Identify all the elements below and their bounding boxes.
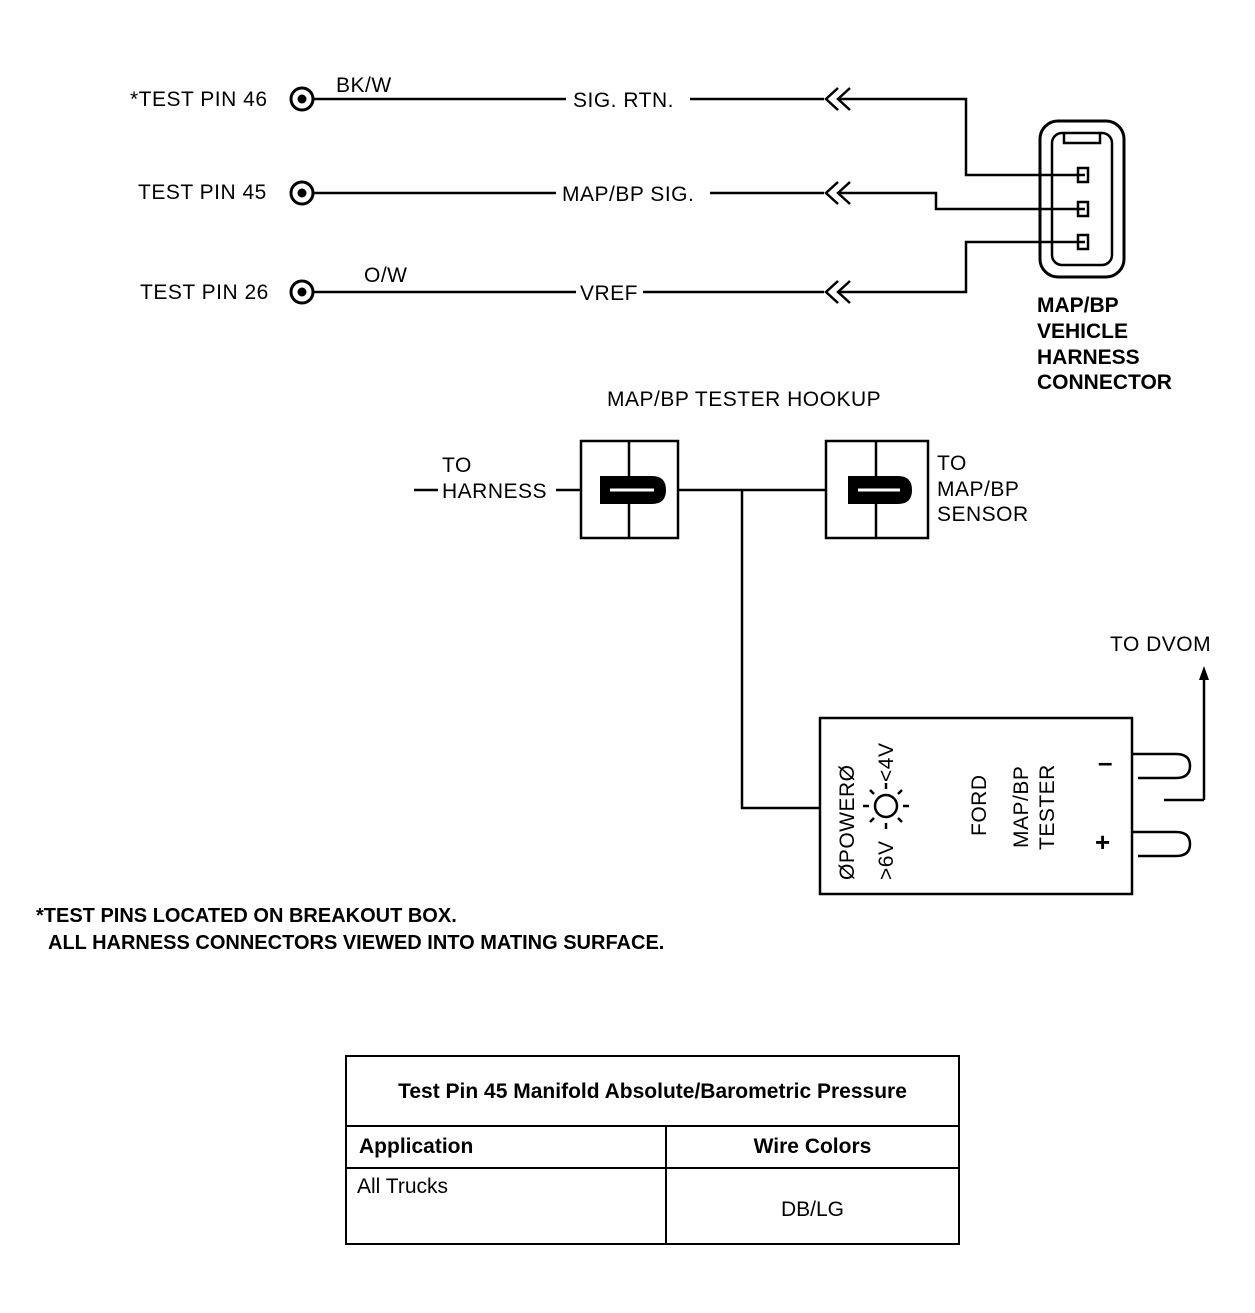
- tester-name-line: TESTER: [1036, 764, 1059, 850]
- wire: [838, 240, 1085, 294]
- table-cell-application: All Trucks: [345, 1167, 667, 1245]
- wire: [838, 191, 1085, 211]
- connector-label-line: CONNECTOR: [1037, 371, 1172, 394]
- tester-name-line: MAP/BP: [1010, 766, 1033, 848]
- wiring-diagram: *TEST PIN 46 BK/W SIG. RTN. TEST PIN 45 …: [36, 74, 1211, 954]
- vehicle-harness-connector: [1038, 119, 1126, 279]
- to-sensor-label: TO: [937, 452, 967, 475]
- test-pin-label: TEST PIN 45: [138, 181, 267, 204]
- footnote-line: ALL HARNESS CONNECTORS VIEWED INTO MATIN…: [48, 932, 664, 954]
- test-pin-terminal-dot: [297, 94, 307, 104]
- high-voltage-label: >6V: [875, 841, 898, 880]
- test-pin-terminal: [289, 86, 315, 112]
- wire: [740, 490, 820, 810]
- plus-terminal-label: +: [1095, 827, 1110, 857]
- to-harness-label: TO: [442, 454, 472, 477]
- footnote-line: *TEST PINS LOCATED ON BREAKOUT BOX.: [36, 905, 457, 927]
- connector-terminal: [1076, 166, 1090, 184]
- wire-color-label: O/W: [364, 264, 408, 287]
- arrow-up-icon: [1199, 666, 1209, 680]
- test-pin-table: Test Pin 45 Manifold Absolute/Barometric…: [345, 1055, 960, 1245]
- test-pin-row: TEST PIN 26 O/W VREF: [140, 240, 1085, 305]
- signal-label: VREF: [580, 282, 638, 305]
- tester-name-line: FORD: [968, 775, 991, 837]
- connector-terminal: [1076, 200, 1090, 218]
- to-harness-label: HARNESS: [442, 480, 547, 503]
- table-row: All Trucks DB/LG: [345, 1167, 960, 1245]
- column-header-application: Application: [345, 1125, 667, 1169]
- test-pin-terminal-dot: [297, 287, 307, 297]
- connector-break-symbol: [824, 181, 839, 205]
- table-cell-wire-colors: DB/LG: [665, 1167, 960, 1245]
- to-sensor-label: SENSOR: [937, 503, 1029, 526]
- connector-label-line: HARNESS: [1037, 346, 1140, 369]
- connector-label-line: VEHICLE: [1037, 320, 1128, 343]
- connector-break-symbol: [824, 280, 839, 304]
- column-header-wire-colors: Wire Colors: [665, 1125, 960, 1169]
- test-pin-label: *TEST PIN 46: [130, 88, 268, 111]
- test-pin-terminal: [289, 279, 315, 305]
- to-dvom-label: TO DVOM: [1110, 633, 1211, 656]
- low-voltage-label: <4V: [875, 743, 898, 782]
- test-pin-label: TEST PIN 26: [140, 281, 269, 304]
- test-pin-terminal: [289, 180, 315, 206]
- power-label: ØPOWERØ: [836, 764, 859, 880]
- hookup-title: MAP/BP TESTER HOOKUP: [607, 388, 881, 411]
- negative-test-lead: [1132, 752, 1192, 780]
- indicator-lamp-icon: [863, 783, 909, 829]
- test-pin-terminal-dot: [297, 188, 307, 198]
- wire: [838, 97, 1085, 177]
- sensor-side-adapter: [824, 439, 930, 540]
- test-pin-row: TEST PIN 45 MAP/BP SIG.: [138, 180, 1085, 211]
- connector-break-symbol: [824, 87, 839, 111]
- wire-color-label: BK/W: [336, 74, 392, 97]
- harness-side-adapter: [579, 439, 680, 540]
- test-pin-row: *TEST PIN 46 BK/W SIG. RTN.: [130, 74, 1085, 177]
- signal-label: MAP/BP SIG.: [562, 183, 694, 206]
- to-sensor-label: MAP/BP: [937, 478, 1019, 501]
- map-bp-tester: ØPOWERØ >6V <4V FORD MAP/BP TESTER – +: [818, 716, 1134, 896]
- connector-label-line: MAP/BP: [1037, 294, 1119, 317]
- connector-terminal: [1076, 233, 1090, 251]
- table-title: Test Pin 45 Manifold Absolute/Barometric…: [345, 1055, 960, 1127]
- minus-terminal-label: –: [1098, 747, 1112, 777]
- signal-label: SIG. RTN.: [573, 89, 674, 112]
- positive-test-lead: [1132, 830, 1192, 858]
